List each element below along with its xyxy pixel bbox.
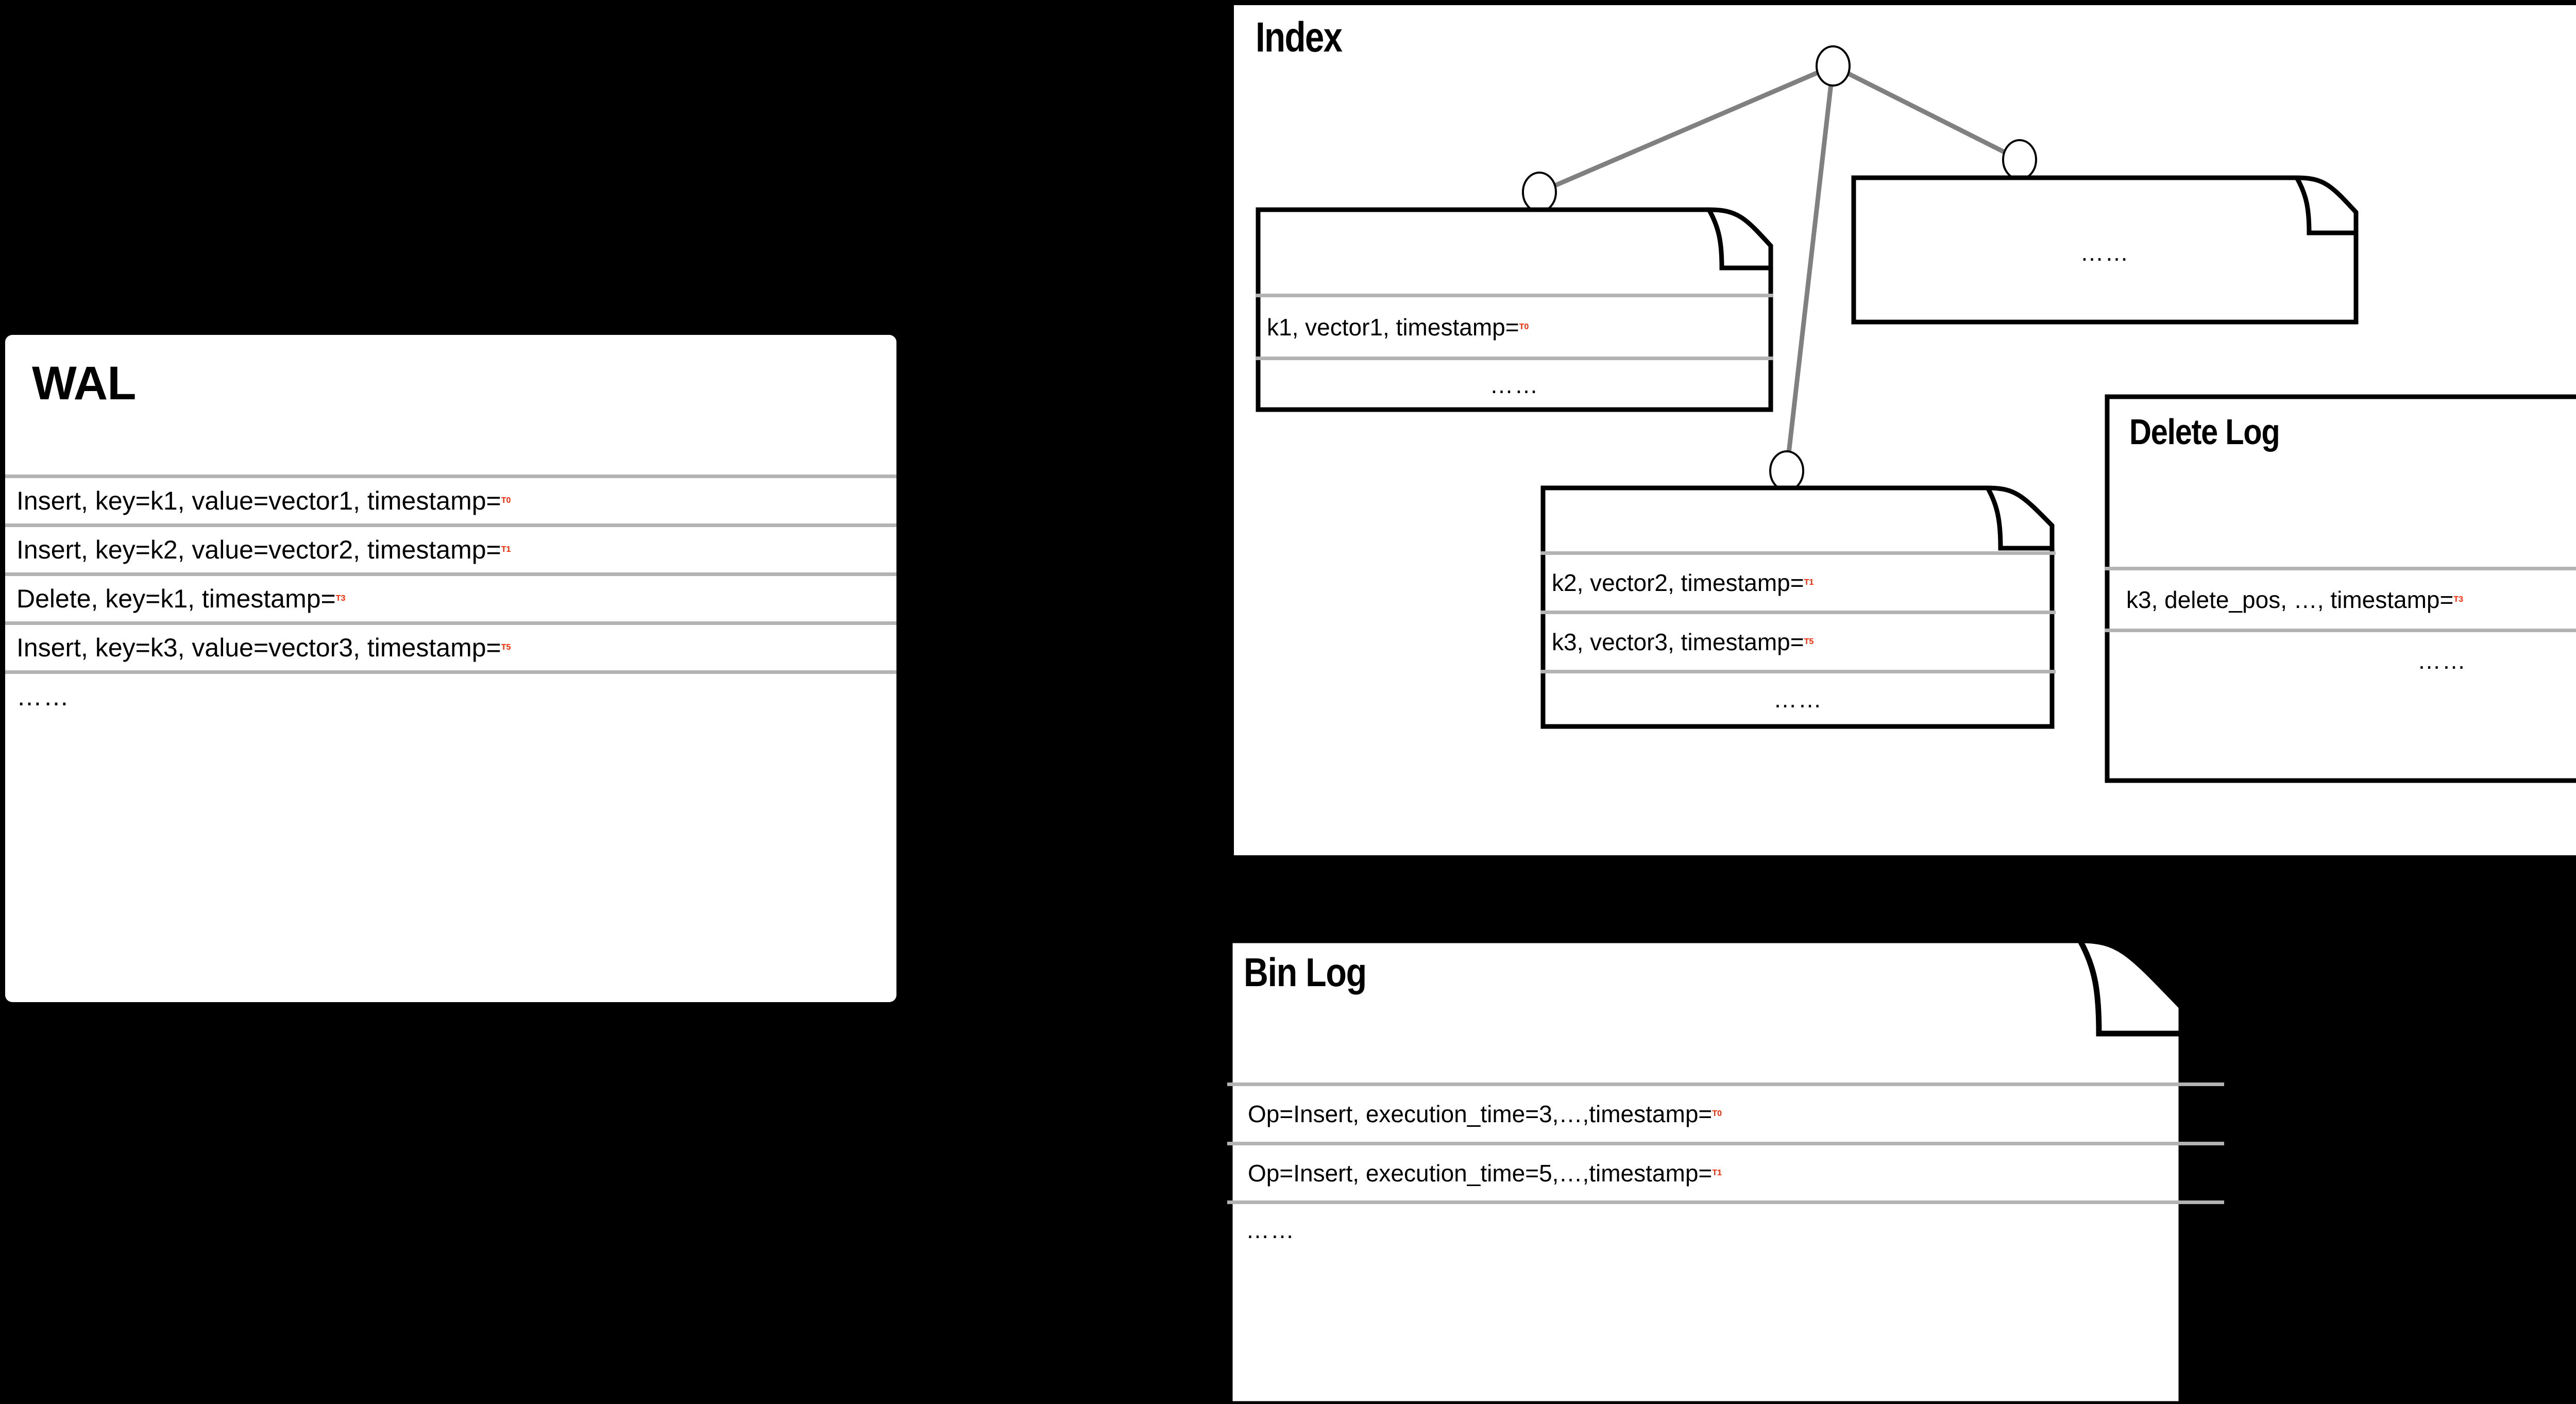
index-panel: Index k1, vector1, timestamp=T0 …… [1234, 5, 2576, 855]
card-divider [2105, 629, 2576, 632]
card-divider [2105, 567, 2576, 570]
tree-node-child-right[interactable] [2002, 139, 2037, 180]
card-divider [1256, 294, 1773, 297]
index-card-row-timestamp: T1 [1804, 578, 1814, 587]
delete-log-row-text: …… [2417, 647, 2467, 674]
bin-log-row-timestamp: T0 [1712, 1109, 1722, 1118]
index-leaf-card-ellipsis[interactable]: …… [1851, 175, 2359, 325]
tree-node-root[interactable] [1816, 45, 1851, 87]
wal-row-text: Insert, key=k3, value=vector3, timestamp… [16, 633, 501, 662]
card-divider [1256, 357, 1773, 360]
index-card-row-text: …… [1489, 371, 1539, 398]
bin-log-row: Op=Insert, execution_time=3,…,timestamp=… [1227, 1086, 1722, 1142]
wal-row-timestamp: T0 [501, 496, 511, 505]
bin-log-divider [1227, 1200, 2224, 1204]
bin-log-divider [1227, 1142, 2224, 1145]
bin-log-row: Op=Insert, execution_time=5,…,timestamp=… [1227, 1145, 1722, 1200]
index-card-row: k3, vector3, timestamp=T5 [1540, 614, 2056, 670]
bin-log-row: …… [1227, 1204, 1295, 1256]
bin-log-row-text: Op=Insert, execution_time=5,…,timestamp= [1248, 1159, 1713, 1187]
index-card-row-text: k3, vector3, timestamp= [1552, 629, 1804, 655]
delete-log-card[interactable]: Delete Log k3, delete_pos, …, timestamp=… [2105, 394, 2576, 783]
index-title: Index [1256, 14, 1343, 61]
wal-row-text: Insert, key=k1, value=vector1, timestamp… [16, 486, 501, 515]
wal-row: Insert, key=k1, value=vector1, timestamp… [5, 475, 896, 523]
index-card-row: k1, vector1, timestamp=T0 [1256, 297, 1773, 357]
document-shape-icon [1851, 175, 2359, 325]
wal-title: WAL [32, 357, 136, 410]
index-card-row-text: …… [1773, 686, 1823, 713]
index-leaf-card-k1[interactable]: k1, vector1, timestamp=T0 …… [1256, 207, 1773, 412]
document-shape-icon [1540, 485, 2055, 729]
delete-log-row: …… [2105, 632, 2576, 689]
delete-log-row-text: k3, delete_pos, …, timestamp= [2126, 586, 2454, 613]
bin-log-divider [1227, 1082, 2224, 1086]
index-card-row: …… [1256, 360, 1773, 409]
wal-panel: WAL Insert, key=k1, value=vector1, times… [5, 335, 896, 1002]
wal-row: Delete, key=k1, timestamp=T3 [5, 572, 896, 621]
document-shape-icon [1227, 938, 2184, 1404]
wal-row-timestamp: T1 [501, 545, 511, 554]
delete-log-row: k3, delete_pos, …, timestamp=T3 [2105, 570, 2576, 629]
tree-edge-root-right [1832, 63, 2021, 162]
wal-row-list: Insert, key=k1, value=vector1, timestamp… [5, 475, 896, 719]
wal-row: …… [5, 670, 896, 719]
bin-log-panel[interactable]: Bin Log Op=Insert, execution_time=3,…,ti… [1227, 938, 2224, 1404]
wal-row: Insert, key=k3, value=vector3, timestamp… [5, 621, 896, 670]
document-shape-icon [2105, 394, 2576, 783]
index-card-row: …… [1851, 232, 2359, 273]
index-card-row: …… [1540, 673, 2056, 725]
delete-log-row-timestamp: T3 [2453, 595, 2464, 604]
tree-edge-root-left [1538, 63, 1834, 195]
bin-log-row-text: Op=Insert, execution_time=3,…,timestamp= [1248, 1101, 1713, 1127]
card-divider [1540, 551, 2056, 555]
wal-row-timestamp: T5 [501, 643, 511, 652]
index-card-row-timestamp: T0 [1519, 322, 1529, 331]
tree-node-child-left[interactable] [1522, 172, 1557, 213]
card-divider [1540, 611, 2056, 614]
wal-row-text: Insert, key=k2, value=vector2, timestamp… [16, 535, 501, 564]
delete-log-title: Delete Log [2129, 412, 2280, 452]
wal-row: Insert, key=k2, value=vector2, timestamp… [5, 523, 896, 572]
wal-row-text: …… [16, 682, 70, 711]
bin-log-row-timestamp: T1 [1712, 1168, 1722, 1177]
index-card-row-text: k1, vector1, timestamp= [1267, 313, 1519, 341]
tree-node-child-bottom[interactable] [1769, 450, 1804, 492]
bin-log-row-text: …… [1246, 1216, 1295, 1243]
wal-row-text: Delete, key=k1, timestamp= [16, 584, 336, 613]
index-leaf-card-k2-k3[interactable]: k2, vector2, timestamp=T1 k3, vector3, t… [1540, 485, 2056, 729]
card-divider [1540, 670, 2056, 673]
wal-row-timestamp: T3 [335, 594, 346, 603]
index-card-row-text: …… [2080, 239, 2130, 266]
index-card-row-text: k2, vector2, timestamp= [1552, 569, 1804, 596]
index-card-row-timestamp: T5 [1804, 637, 1814, 646]
bin-log-title: Bin Log [1244, 950, 1367, 995]
index-card-row: k2, vector2, timestamp=T1 [1540, 555, 2056, 611]
tree-edge-root-bottom [1784, 65, 1836, 471]
